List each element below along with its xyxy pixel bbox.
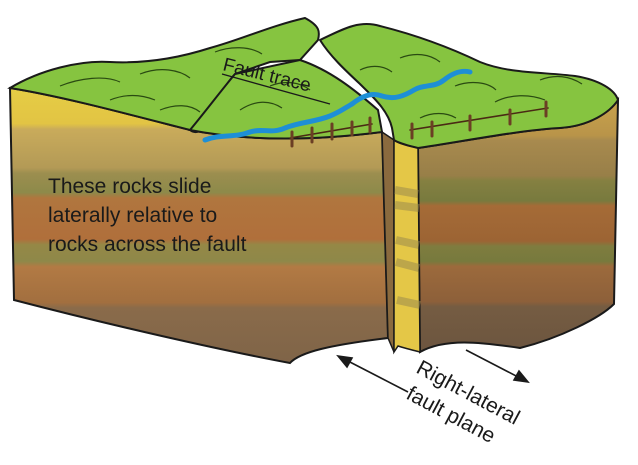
right-block [318,22,620,355]
left-block-grass-top-near-fault [188,58,384,140]
motion-arrow-left [336,354,409,393]
left-block [7,16,395,365]
rocks-slide-label-line1: These rocks slide [48,175,211,198]
left-block-grass-top [7,16,320,134]
right-fence [409,100,549,140]
stream-offset [349,68,473,107]
left-fence [289,116,373,148]
right-terrain-lines [359,53,583,119]
rocks-slide-label-line3: rocks across the fault [48,233,247,256]
motion-arrow-right [465,349,530,384]
rocks-slide-label-line2: laterally relative to [48,204,217,227]
right-block-grass-top [318,22,620,150]
stream [202,101,355,143]
left-terrain-lines [59,47,311,113]
fault-trace-pointer [221,73,331,105]
